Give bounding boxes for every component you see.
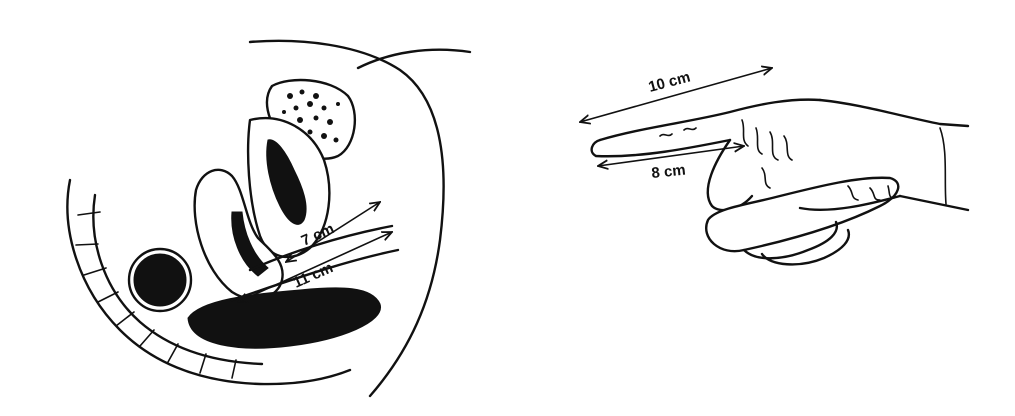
hand-illustration: 10 cm 8 cm bbox=[580, 68, 968, 264]
pelvic-section-illustration: 7 cm 11 cm bbox=[67, 41, 470, 396]
folded-fingers bbox=[706, 178, 898, 251]
wrist-crease bbox=[940, 128, 946, 204]
label-8cm: 8 cm bbox=[651, 161, 687, 181]
perineal-body bbox=[188, 288, 381, 348]
rectum-lumen bbox=[134, 254, 186, 306]
label-11cm: 11 cm bbox=[291, 259, 336, 291]
index-finger bbox=[592, 140, 730, 156]
index-finger-top bbox=[600, 100, 820, 140]
wrist-lower bbox=[900, 196, 968, 210]
upper-contour bbox=[358, 50, 470, 68]
hand-dorsum bbox=[820, 100, 968, 126]
